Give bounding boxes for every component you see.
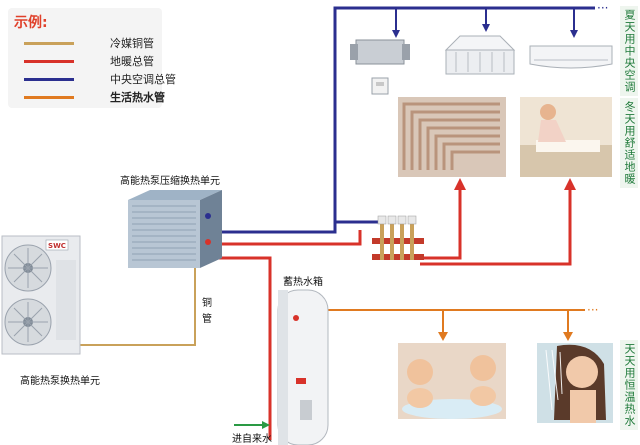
water-inlet-label: 进自来水 xyxy=(232,434,272,445)
summer-ac-label: 夏天用中央空调 xyxy=(620,6,638,96)
legend-label-hot-water: 生活热水管 xyxy=(110,91,165,104)
legend-label-floor-heat: 地暖总管 xyxy=(110,55,154,68)
winter-floor-heat-label: 冬天用舒适地暖 xyxy=(620,98,638,188)
legend-row-hot-water: 生活热水管 xyxy=(0,88,165,106)
heat-pump-compressor-label: 高能热泵压缩换热单元 xyxy=(120,176,220,187)
cassette-ac-unit xyxy=(444,35,516,75)
outdoor-unit: SWC xyxy=(1,235,81,355)
hot-water-arrow-1 xyxy=(438,332,448,341)
ducted-ac-unit xyxy=(350,39,410,95)
copper-pipe xyxy=(80,260,196,346)
legend-panel xyxy=(8,8,162,108)
floor-relax-photo xyxy=(520,97,612,177)
floor-arrow-2 xyxy=(564,178,576,190)
legend-swatch-ac xyxy=(24,78,74,81)
ac-arrow-3 xyxy=(570,30,578,38)
legend-row-ac: 中央空调总管 xyxy=(0,70,176,88)
legend-row-floor-heat: 地暖总管 xyxy=(0,52,154,70)
floor-heat-riser-2 xyxy=(420,186,572,266)
ac-continue-dots: ··· xyxy=(597,1,608,15)
legend-label-cold-pipe: 冷媒铜管 xyxy=(110,37,154,50)
legend-swatch-floor-heat xyxy=(24,60,74,63)
heat-pump-compressor-unit xyxy=(128,190,222,268)
water-inlet-arrow xyxy=(262,421,270,429)
ac-main-pipe xyxy=(222,6,595,234)
copper-pipe-label: 铜管 xyxy=(202,298,212,325)
wall-ac-unit xyxy=(529,45,613,69)
baby-bath-photo xyxy=(398,343,506,419)
storage-water-tank xyxy=(277,289,329,445)
floor-heat-main xyxy=(222,230,362,246)
outdoor-unit-label: 高能热泵换热单元 xyxy=(20,376,100,387)
hot-water-label: 天天用恒温热水 xyxy=(620,340,638,430)
floor-manifold xyxy=(372,215,424,260)
floor-heating-photo xyxy=(398,97,506,177)
legend-swatch-hot-water xyxy=(24,96,74,99)
floor-heat-feed xyxy=(205,256,272,440)
legend-title: 示例: xyxy=(14,15,48,31)
legend-swatch-cold-pipe xyxy=(24,42,74,45)
woman-shower-photo xyxy=(537,343,613,423)
tank-label: 蓄热水箱 xyxy=(283,277,323,288)
floor-arrow-1 xyxy=(454,178,466,190)
hot-water-arrow-2 xyxy=(563,332,573,341)
brand-logo: SWC xyxy=(48,242,66,250)
legend-label-ac: 中央空调总管 xyxy=(110,73,176,86)
hot-water-continue-dots: ··· xyxy=(587,303,598,317)
legend-row-cold-pipe: 冷媒铜管 xyxy=(0,34,154,52)
ac-arrow-1 xyxy=(392,30,400,38)
floor-heat-riser-1 xyxy=(420,186,462,260)
ac-arrow-2 xyxy=(482,24,490,32)
